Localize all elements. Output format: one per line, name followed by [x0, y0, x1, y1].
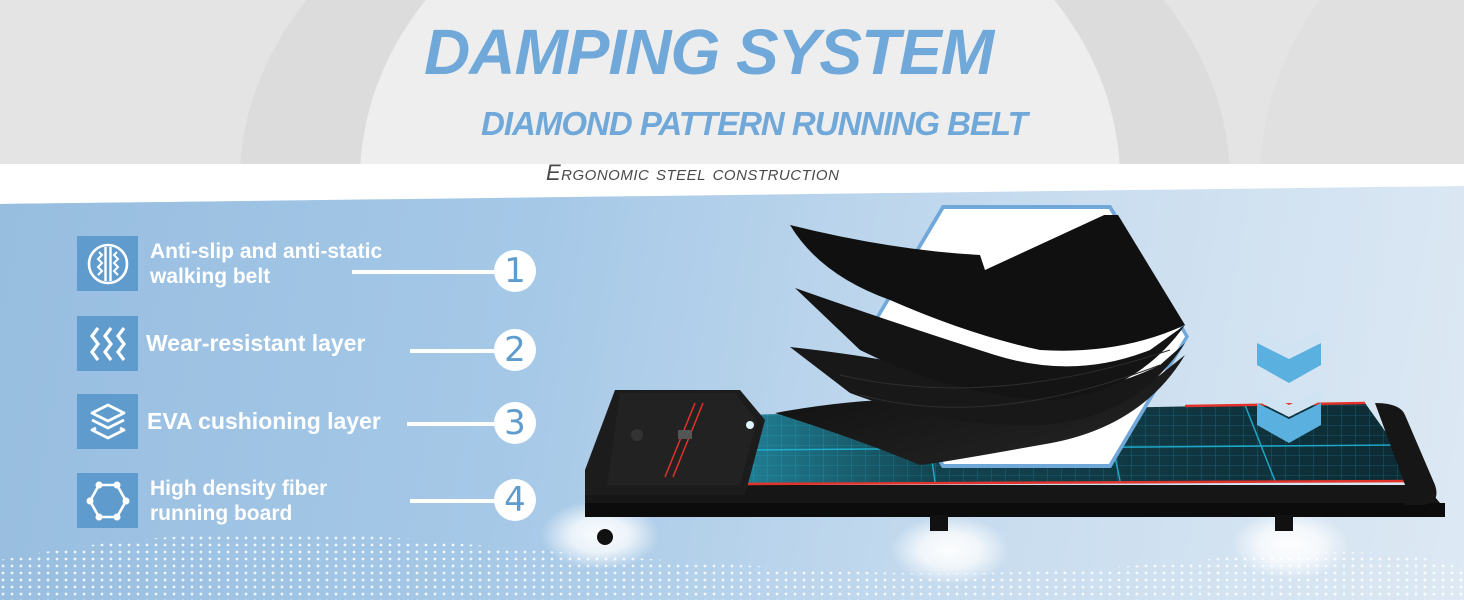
connector-line-3: [407, 422, 500, 426]
feature-label-line1: Wear-resistant layer: [146, 330, 366, 356]
number-badge-1: 1: [494, 250, 536, 292]
feature-item-3: EVA cushioning layer: [77, 394, 381, 449]
tagline: Ergonomic steel construction: [546, 160, 840, 185]
anti-slip-belt-icon: [77, 236, 138, 291]
feature-item-4: High density fiber running board: [77, 473, 327, 528]
hexagon-network-icon: [77, 473, 138, 528]
feature-label-line1: Anti-slip and anti-static: [150, 239, 383, 263]
feature-label-line1: EVA cushioning layer: [147, 408, 381, 434]
feature-item-2: Wear-resistant layer: [77, 316, 365, 371]
number-badge-3: 3: [494, 402, 536, 444]
pressure-down-arrows-icon: [1257, 329, 1321, 443]
page-title: DAMPING SYSTEM: [424, 16, 994, 88]
layers-icon: [77, 394, 138, 449]
feature-label-line2: running board: [150, 501, 293, 525]
decorative-arc: [1260, 0, 1464, 170]
connector-line-4: [410, 499, 500, 503]
connector-line-2: [410, 349, 500, 353]
particle-wave-decoration: [0, 533, 1464, 600]
number-badge-4: 4: [494, 479, 536, 521]
feature-label: EVA cushioning layer: [147, 409, 381, 434]
wave-lines-icon: [77, 316, 138, 371]
feature-label-line2: walking belt: [150, 264, 271, 288]
page-subtitle: DIAMOND PATTERN RUNNING BELT: [481, 105, 1028, 142]
feature-item-1: Anti-slip and anti-static walking belt: [77, 236, 382, 291]
feature-label: Wear-resistant layer: [146, 331, 365, 356]
number-badge-2: 2: [494, 329, 536, 371]
feature-label-line1: High density fiber: [150, 476, 328, 500]
feature-label: Anti-slip and anti-static walking belt: [150, 239, 382, 289]
decorative-arc: [360, 0, 1120, 170]
belt-layers-illustration: [775, 215, 1185, 465]
top-gray-background: [0, 0, 1464, 170]
feature-label: High density fiber running board: [150, 476, 327, 526]
connector-line-1: [352, 270, 500, 274]
foot-glow: [890, 515, 1010, 585]
